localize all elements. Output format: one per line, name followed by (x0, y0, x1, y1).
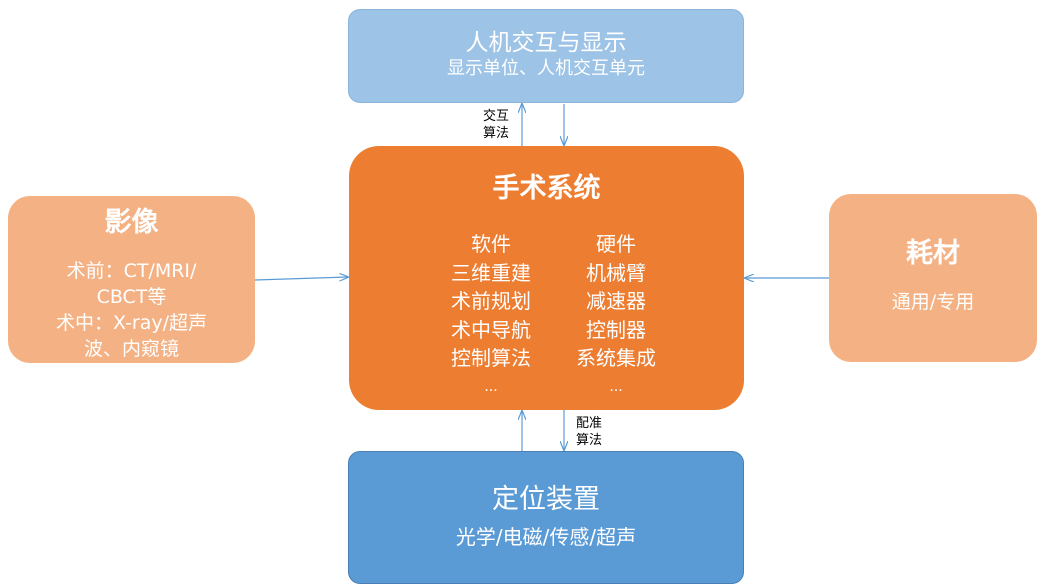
hmi-display-subtitle: 显示单位、人机交互单元 (447, 58, 645, 79)
imaging-line: 术前：CT/MRI/ (66, 260, 197, 282)
edge-label-line: 配准 (575, 416, 602, 431)
positioning-device-title: 定位装置 (492, 484, 600, 515)
software-item: 术前规划 (451, 289, 531, 314)
software-item: 软件 (471, 232, 511, 256)
software-column: 软件 三维重建 术前规划 术中导航 控制算法 ... (416, 230, 566, 402)
surgical-system-box: 手术系统 软件 三维重建 术前规划 术中导航 控制算法 ... 硬件 机械臂 减… (349, 146, 744, 410)
surgical-system-title: 手术系统 (492, 173, 601, 204)
software-item: 术中导航 (451, 317, 531, 342)
imaging-line: 波、内窥镜 (83, 338, 179, 360)
imaging-line: 术中：X-ray/超声 (55, 312, 208, 334)
interaction-algorithm-label: 交互 算法 (481, 108, 511, 142)
positioning-device-box: 定位装置 光学/电磁/传感/超声 (348, 451, 744, 584)
hardware-item: ... (609, 378, 623, 395)
imaging-line: CBCT等 (96, 286, 167, 308)
consumables-subtitle: 通用/专用 (891, 291, 975, 313)
hardware-item: 系统集成 (576, 346, 656, 371)
edge-label-line: 算法 (482, 126, 509, 141)
software-item: 控制算法 (451, 346, 531, 371)
edge-label-line: 算法 (575, 433, 602, 448)
hmi-display-box: 人机交互与显示 显示单位、人机交互单元 (348, 9, 744, 103)
imaging-box: 影像 术前：CT/MRI/ CBCT等 术中：X-ray/超声 波、内窥镜 (8, 196, 255, 363)
imaging-title: 影像 (104, 207, 159, 238)
hardware-item: 控制器 (586, 317, 646, 342)
consumables-box: 耗材 通用/专用 (829, 194, 1037, 362)
registration-algorithm-label: 配准 算法 (574, 415, 604, 449)
hardware-column: 硬件 机械臂 减速器 控制器 系统集成 ... (541, 230, 691, 402)
hardware-item: 机械臂 (586, 260, 646, 285)
hardware-item: 减速器 (586, 289, 646, 314)
hmi-display-title: 人机交互与显示 (465, 30, 627, 56)
edge-label-line: 交互 (482, 109, 509, 124)
hardware-item: 硬件 (596, 232, 636, 256)
software-item: ... (484, 378, 498, 395)
positioning-device-subtitle: 光学/电磁/传感/超声 (455, 525, 637, 549)
consumables-title: 耗材 (906, 238, 960, 269)
arrow-left-to-center (254, 277, 348, 280)
software-item: 三维重建 (451, 260, 531, 285)
